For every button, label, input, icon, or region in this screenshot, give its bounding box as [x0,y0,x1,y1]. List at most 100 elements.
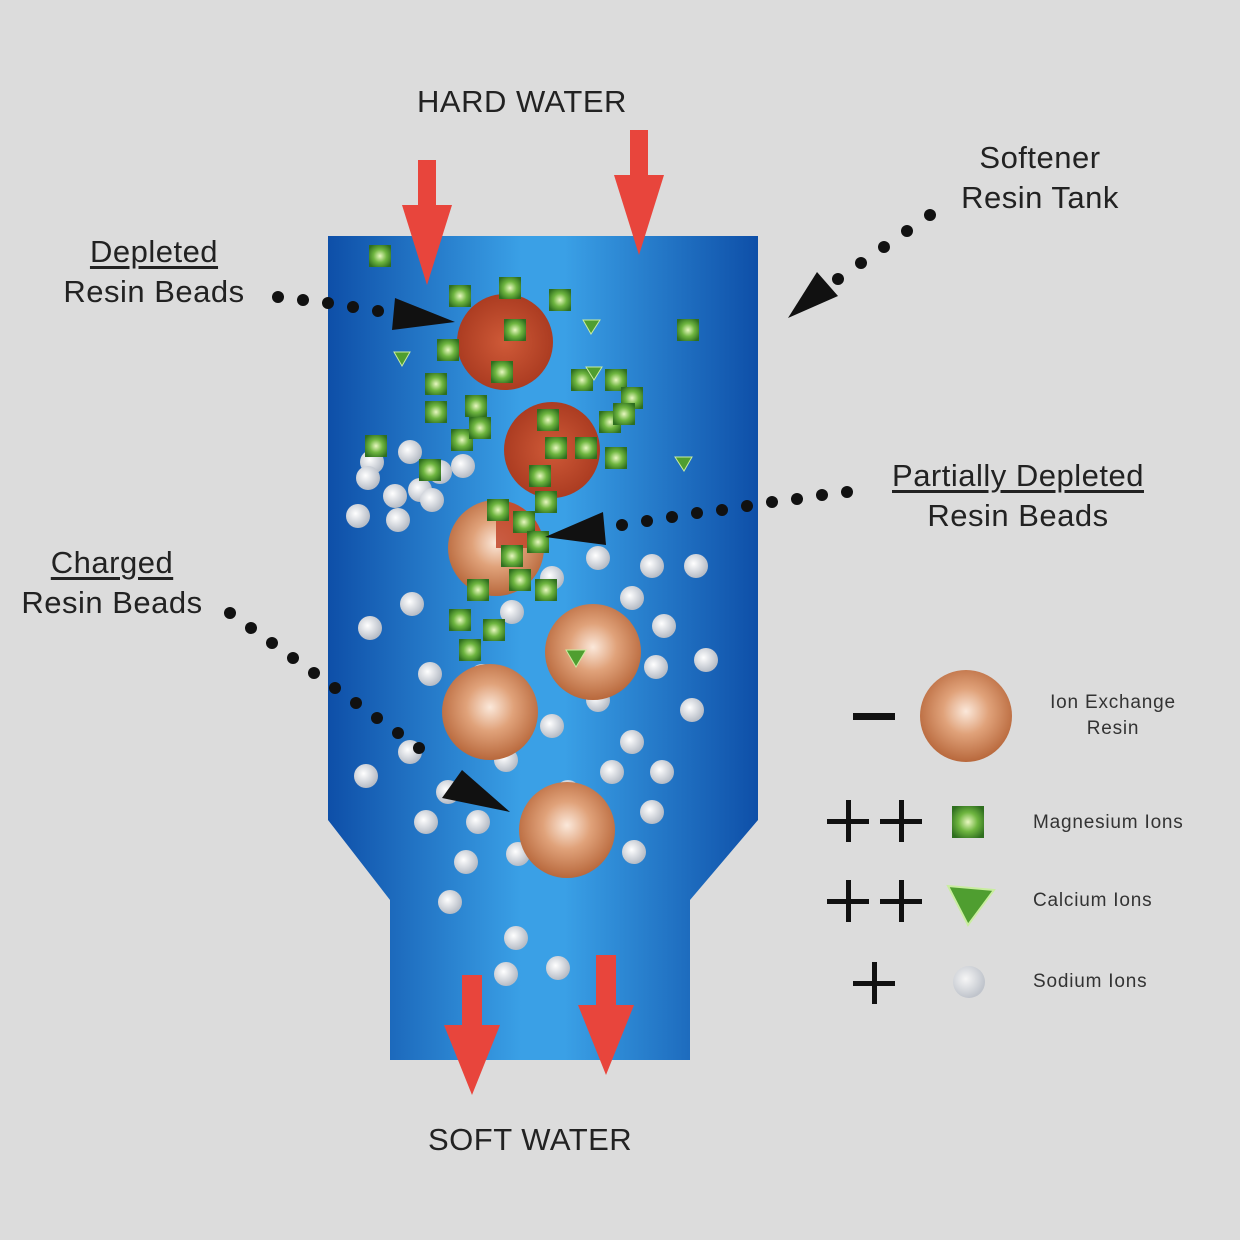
magnesium-ion [527,531,549,553]
magnesium-ion [491,361,513,383]
sodium-ion [540,714,564,738]
sodium-ion [438,890,462,914]
sodium-ion [652,614,676,638]
partially-depleted-label: Partially Depleted Resin Beads [862,456,1174,536]
sodium-ion [383,484,407,508]
partially-line1: Partially Depleted [892,458,1144,493]
legend-magnesium-text: Magnesium Ions [1033,812,1184,833]
sodium-ion [622,840,646,864]
sodium-ion [504,926,528,950]
legend-magnesium-plus [827,800,922,842]
partially-line2: Resin Beads [927,498,1109,533]
calcium-ion [585,366,603,381]
magnesium-ion [469,417,491,439]
sodium-ion [454,850,478,874]
magnesium-ion [529,465,551,487]
outlet-arrow-left [444,975,500,1095]
legend-magnesium-ion [952,806,984,838]
sodium-ion [386,508,410,532]
magnesium-ion [365,435,387,457]
magnesium-ion [465,395,487,417]
magnesium-ion [613,403,635,425]
sodium-ion [600,760,624,784]
sodium-ion [640,800,664,824]
charged-bead [545,604,641,700]
inlet-arrow-left [402,160,452,285]
sodium-ion [680,698,704,722]
sodium-ion [650,760,674,784]
depleted-bead [457,294,553,390]
legend-sodium-text: Sodium Ions [1033,971,1148,992]
sodium-ion [354,764,378,788]
sodium-ion [400,592,424,616]
resin-tank [328,236,758,1060]
depleted-label: Depleted Resin Beads [44,232,264,312]
legend-resin-line1: Ion Exchange [1050,692,1176,713]
magnesium-ion [449,285,471,307]
sodium-ion [694,648,718,672]
charged-line2: Resin Beads [21,585,203,620]
pointer-partially-depleted [545,486,853,545]
magnesium-ion [501,545,523,567]
sodium-ion [620,730,644,754]
magnesium-ion [483,619,505,641]
sodium-ion [586,546,610,570]
pointer-softener-tank [788,209,936,318]
magnesium-ion [487,499,509,521]
magnesium-ion [425,401,447,423]
depleted-line1: Depleted [89,234,219,269]
sodium-ion [418,662,442,686]
calcium-ion [582,319,601,335]
calcium-ion [565,649,587,668]
sodium-ion [684,554,708,578]
magnesium-ion [549,289,571,311]
sodium-ion [414,810,438,834]
magnesium-ion [537,409,559,431]
legend-calcium-text: Calcium Ions [1033,890,1153,911]
outlet-arrow-right [578,955,634,1075]
magnesium-ion [605,369,627,391]
magnesium-ion [419,459,441,481]
depleted-line2: Resin Beads [63,274,245,309]
magnesium-ion [437,339,459,361]
charged-label: Charged Resin Beads [2,543,222,623]
sodium-ion [500,600,524,624]
magnesium-ion [513,511,535,533]
magnesium-ion [467,579,489,601]
sodium-ion [398,440,422,464]
pointer-charged [224,607,510,812]
legend-resin-line2: Resin [1086,718,1140,739]
sodium-ion [466,810,490,834]
legend-sodium-plus [853,962,895,1004]
magnesium-ion [575,437,597,459]
sodium-ion [620,586,644,610]
sodium-ion [494,962,518,986]
calcium-ions [393,319,693,668]
softener-tank-line2: Resin Tank [961,180,1119,215]
sodium-ion [640,554,664,578]
magnesium-ion [677,319,699,341]
charged-bead [442,664,538,760]
calcium-ion [393,351,411,368]
pointer-depleted [272,291,455,330]
legend-minus-sign [853,713,895,720]
magnesium-ion [504,319,526,341]
sodium-ion [546,956,570,980]
magnesium-ion [535,491,557,513]
magnesium-ion [451,429,473,451]
legend-calcium-ion [946,884,996,927]
magnesium-ion [499,277,521,299]
sodium-ion [420,488,444,512]
magnesium-ion [509,569,531,591]
legend-symbols [827,670,1012,1004]
magnesium-ion [605,447,627,469]
magnesium-ion [459,639,481,661]
sodium-ion [346,504,370,528]
hard-water-label: HARD WATER [417,84,627,119]
magnesium-ions [365,245,699,661]
sodium-ion [451,454,475,478]
legend-calcium-plus [827,880,922,922]
softener-tank-line1: Softener [979,140,1101,175]
soft-water-label: SOFT WATER [428,1122,633,1157]
